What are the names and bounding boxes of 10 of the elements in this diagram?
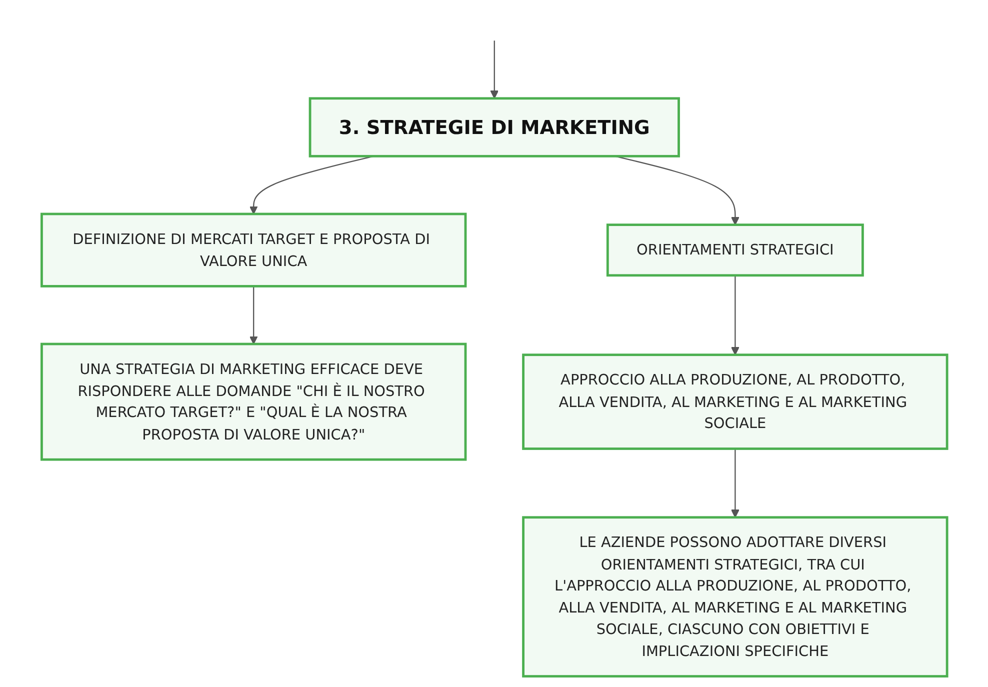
node-box: ORIENTAMENTI STRATEGICI [606, 223, 864, 276]
node-box: UNA STRATEGIA DI MARKETING EFFICACE DEVE RISPONDERE ALLE DOMANDE "CHI È IL NOSTRO MERCATO TARGET?" E "QUAL È LA NOSTRA PROPOSTA DI VALORE UNICA?" [40, 342, 466, 460]
arrow [490, 40, 498, 98]
node-box: 3. STRATEGIE DI MARKETING [308, 96, 680, 157]
node-box: APPROCCIO ALLA PRODUZIONE, AL PRODOTTO, ALLA VENDITA, AL MARKETING E AL MARKETING SOCIALE [522, 353, 948, 450]
arrow [730, 448, 740, 518]
node-box: LE AZIENDE POSSONO ADOTTARE DIVERSI ORIENTAMENTI STRATEGICI, TRA CUI L'APPROCCIO ALLA PRODUZIONE, AL PRODOTTO, ALLA VENDITA, AL MARKETING E AL MARKETING SOCIALE, CIASCUNO CON OBIETTIVI E IMPLICAZIONI SPECIFICHE [522, 516, 948, 677]
node-box: DEFINIZIONE DI MERCATI TARGET E PROPOSTA DI VALORE UNICA [40, 212, 466, 287]
arrow [730, 274, 740, 355]
arrow [248, 286, 258, 344]
